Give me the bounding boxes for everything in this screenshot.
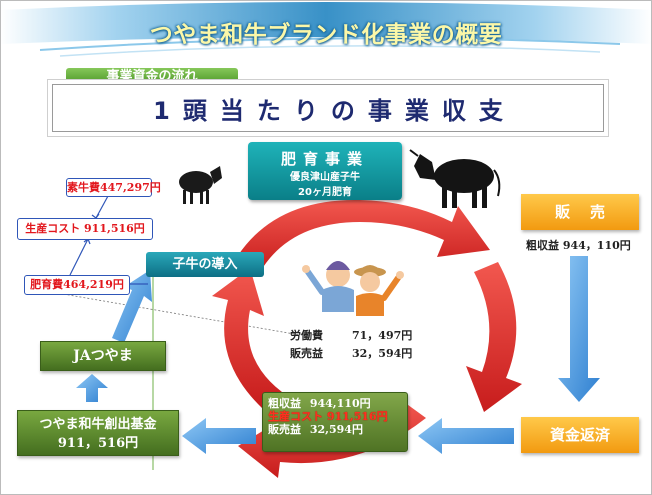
fattening-cost-box: 肥育費464,219円	[24, 275, 130, 295]
cycle-arrow-top	[232, 199, 490, 272]
fund-box: つやま和牛創出基金 911，516円	[17, 410, 179, 456]
labor-label: 労働費	[290, 329, 323, 342]
header-swoosh	[39, 37, 621, 51]
production-cost-box: 生産コスト 911,516円	[17, 218, 153, 240]
income-profit-label: 販売益	[268, 423, 301, 436]
gross-profit: 粗収益 944，110円	[526, 239, 631, 252]
sales-profit-value: 32，594円	[352, 347, 413, 360]
flow-arrow-diagonal	[112, 270, 152, 343]
calf-cost-box: 素牛費447,297円	[66, 178, 161, 197]
fattening-box: 肥育事業 優良津山産子牛 20ヶ月肥育	[248, 142, 402, 200]
income-gross-label: 粗収益	[268, 397, 301, 410]
flow-arrows	[76, 256, 600, 454]
flow-arrow-up-1	[76, 374, 108, 402]
sales-profit-label: 販売益	[290, 347, 323, 360]
farmers-illustration	[302, 261, 404, 316]
income-box: 粗収益 944,110円 生産コスト 911,516円 販売益 32,594円	[262, 392, 408, 452]
calf-image	[179, 166, 222, 204]
flow-arrow-left-2	[182, 418, 256, 454]
header-band	[0, 2, 652, 44]
fund-name: つやま和牛創出基金	[39, 417, 157, 432]
flow-label: 事業資金の流れ	[66, 68, 238, 85]
income-cost-label: 生産コスト	[268, 410, 323, 423]
fattening-line2: 20ヶ月肥育	[298, 187, 352, 198]
cost-connectors	[69, 195, 148, 285]
cycle-arrow-left	[212, 268, 282, 408]
sales-box: 販売	[521, 194, 639, 230]
page-title: つやま和牛ブランド化事業の概要	[149, 22, 503, 48]
repay-box: 資金返済	[521, 417, 639, 453]
fattening-line1: 優良津山産子牛	[290, 172, 360, 183]
income-profit-value: 32,594円	[309, 423, 363, 436]
labor-summary: 労働費 71，497円 販売益 32，594円	[290, 327, 412, 363]
banner-text: 1頭当たりの事業収支	[153, 96, 516, 125]
ja-tsuyama-box: JAつやま	[40, 341, 166, 371]
fattening-title: 肥育事業	[280, 150, 369, 168]
bull-image	[409, 149, 501, 208]
flow-arrow-left-1	[418, 418, 514, 454]
income-cost-value: 911,516円	[326, 410, 388, 423]
fund-amount: 911，516円	[57, 436, 139, 451]
cycle-arrow-right	[466, 262, 522, 412]
calf-intro-box: 子牛の導入	[146, 252, 264, 277]
income-gross-value: 944,110円	[309, 397, 371, 410]
banner: 1頭当たりの事業収支	[52, 84, 604, 132]
labor-value: 71，497円	[352, 329, 413, 342]
flow-arrow-down	[558, 256, 600, 402]
